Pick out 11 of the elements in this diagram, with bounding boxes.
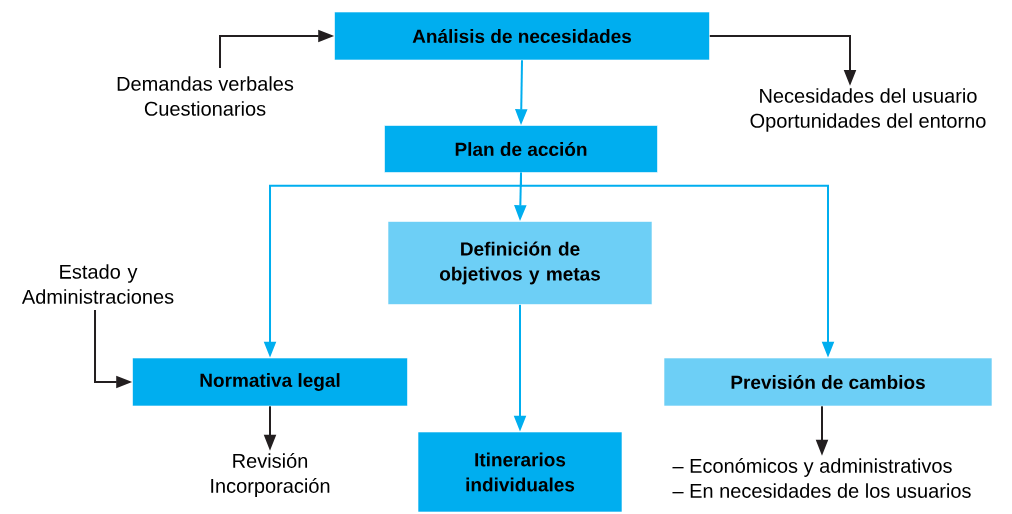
process-box: Itinerarios individuales xyxy=(417,431,623,513)
process-box: Análisis de necesidades xyxy=(334,11,710,61)
text-label: Revisión Incorporación xyxy=(211,453,330,497)
process-box: Normativa legal xyxy=(132,357,408,407)
process-box: Previsión de cambios xyxy=(663,357,993,407)
process-box: Plan de acción xyxy=(384,125,658,173)
text-label: Estado y Administraciones xyxy=(21,264,174,304)
text-label: Necesidades del usuario Oportunidades del entorno xyxy=(750,88,986,132)
text-label: – Económicos y administrativos – En necesidades de los usuarios xyxy=(672,458,971,498)
text-label: Demandas verbales Cuestionarios xyxy=(117,76,294,116)
process-box: Definición de objetivos y metas xyxy=(387,221,653,305)
